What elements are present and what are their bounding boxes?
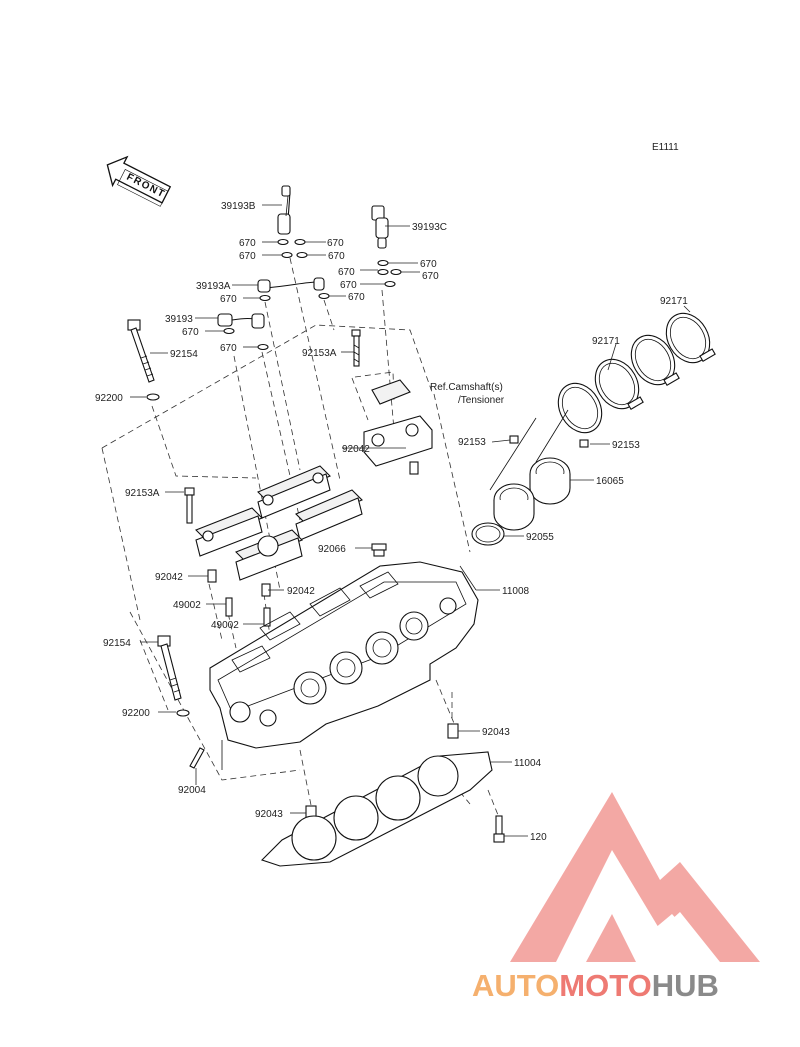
label-92153-b: 92153 [612, 440, 640, 451]
label-670-4: 670 [328, 251, 345, 262]
diagram-code: E1111 [652, 142, 679, 153]
label-670-9: 670 [220, 294, 237, 305]
label-92153-a: 92153 [458, 437, 486, 448]
label-11008: 11008 [502, 586, 530, 597]
head-gasket-11004 [260, 751, 493, 867]
label-39193: 39193 [165, 314, 193, 325]
label-92153a-top: 92153A [302, 348, 337, 359]
stud-92004 [189, 747, 205, 769]
reference-note-line1: Ref.Camshaft(s) [430, 382, 503, 393]
label-49002-b: 49002 [211, 620, 239, 631]
label-120: 120 [530, 832, 547, 843]
label-92153a-mid: 92153A [125, 488, 160, 499]
label-670-12: 670 [220, 343, 237, 354]
oil-pipe-39193a [257, 277, 325, 293]
washer-92200-top [146, 393, 160, 401]
label-92154-top: 92154 [170, 349, 198, 360]
screw-92153-b [579, 439, 589, 448]
watermark-text: AUTOMOTOHUB [472, 968, 719, 1003]
label-670-6: 670 [338, 267, 355, 278]
label-670-10: 670 [348, 292, 365, 303]
label-92171-a: 92171 [660, 296, 688, 307]
label-92171-b: 92171 [592, 336, 620, 347]
camshaft-caps-middle [195, 465, 363, 581]
dowel-92042-left [207, 569, 217, 583]
oil-pipe-39193c [371, 205, 389, 249]
stud-49002-b [263, 607, 271, 627]
leader-lines-bottom [130, 305, 691, 837]
label-92154-bottom: 92154 [103, 638, 131, 649]
label-92042-left: 92042 [155, 572, 183, 583]
label-92200-bottom: 92200 [122, 708, 150, 719]
label-670-8: 670 [340, 280, 357, 291]
clamps-92171 [557, 312, 716, 434]
part-labels: 39193B 39193C 670 670 670 670 670 670 67… [95, 201, 688, 843]
label-92042-mid: 92042 [287, 586, 315, 597]
bolt-92153a-top [351, 329, 361, 367]
bolt-92153a-mid [184, 487, 195, 524]
label-670-7: 670 [422, 271, 439, 282]
label-670-5: 670 [420, 259, 437, 270]
label-39193b: 39193B [221, 201, 256, 212]
reference-note-line2: /Tensioner [458, 395, 505, 406]
leader-lines-top [195, 204, 420, 348]
label-39193a: 39193A [196, 281, 231, 292]
label-670-2: 670 [327, 238, 344, 249]
o-rings [223, 238, 402, 351]
cylinder-head [209, 561, 479, 770]
label-670-11: 670 [182, 327, 199, 338]
oil-pipe-39193 [217, 313, 265, 329]
label-16065: 16065 [596, 476, 624, 487]
plug-92066 [371, 543, 387, 557]
dowel-92043-right [447, 723, 459, 739]
front-arrow-icon: FRONT [106, 155, 172, 207]
holder-16065 [489, 409, 571, 531]
label-39193c: 39193C [412, 222, 447, 233]
watermark-part-hub: HUB [652, 968, 719, 1003]
oil-pipe-39193b [277, 185, 291, 235]
label-92200-top: 92200 [95, 393, 123, 404]
label-92042-right: 92042 [342, 444, 370, 455]
bolt-120 [493, 815, 505, 843]
label-92004: 92004 [178, 785, 206, 796]
bolt-92154-top [127, 319, 155, 383]
label-92066: 92066 [318, 544, 346, 555]
logo-triangle [510, 792, 760, 962]
label-11004: 11004 [514, 758, 542, 769]
washer-92200-bottom [176, 709, 190, 717]
stud-49002-a [225, 597, 233, 617]
automotohub-logo [510, 792, 760, 962]
camshaft-cap-right [363, 379, 433, 475]
label-670-1: 670 [239, 238, 256, 249]
label-670-3: 670 [239, 251, 256, 262]
label-49002-a: 49002 [173, 600, 201, 611]
label-92055: 92055 [526, 532, 554, 543]
watermark-part-auto: AUTO [472, 968, 559, 1003]
label-92043-right: 92043 [482, 727, 510, 738]
screw-92153-a [509, 435, 519, 444]
watermark-part-moto: MOTO [559, 968, 651, 1003]
bolt-92154-bottom [157, 635, 182, 701]
label-92043-left: 92043 [255, 809, 283, 820]
